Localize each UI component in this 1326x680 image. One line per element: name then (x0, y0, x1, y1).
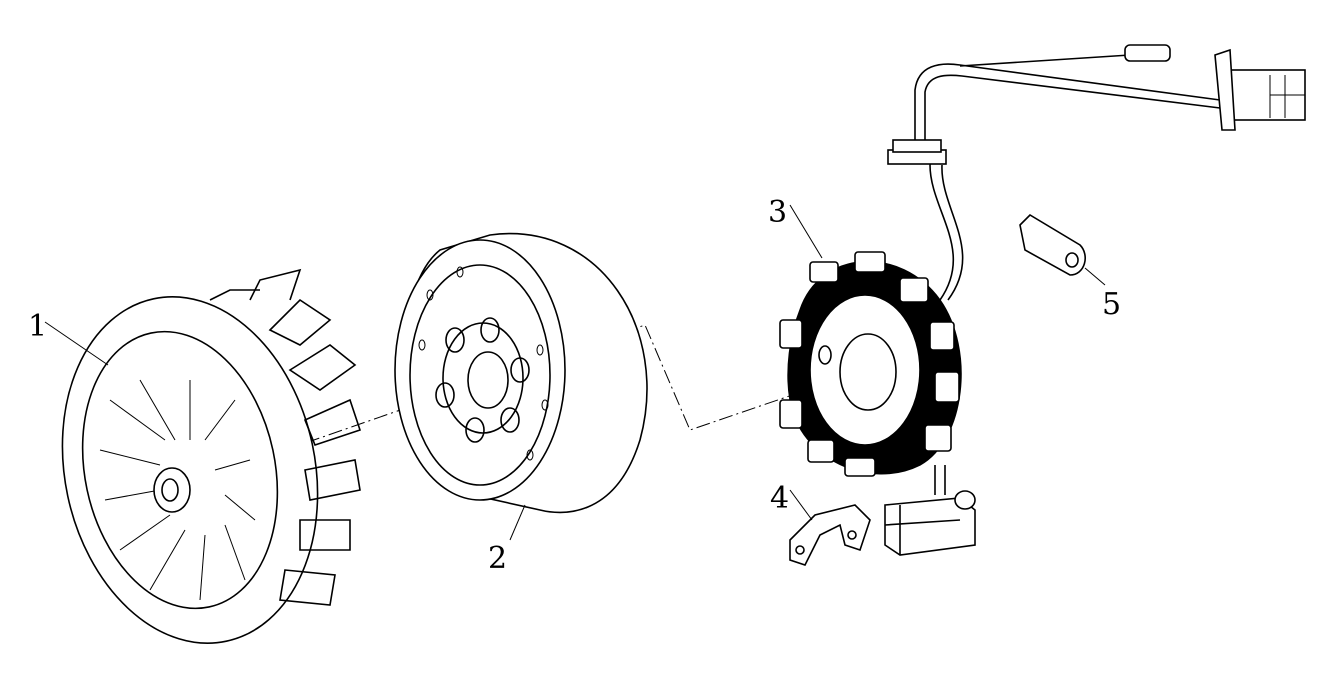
bracket (789, 504, 871, 566)
flywheel (394, 232, 648, 514)
clip (1019, 213, 1086, 276)
callout-3: 3 (768, 195, 787, 230)
callout-1: 1 (28, 309, 47, 344)
leader-lines (44, 204, 1106, 541)
callout-2: 2 (488, 541, 507, 576)
callout-5: 5 (1102, 287, 1121, 322)
callout-4: 4 (770, 481, 789, 516)
cooling-fan (61, 268, 362, 644)
stator (779, 44, 1306, 556)
